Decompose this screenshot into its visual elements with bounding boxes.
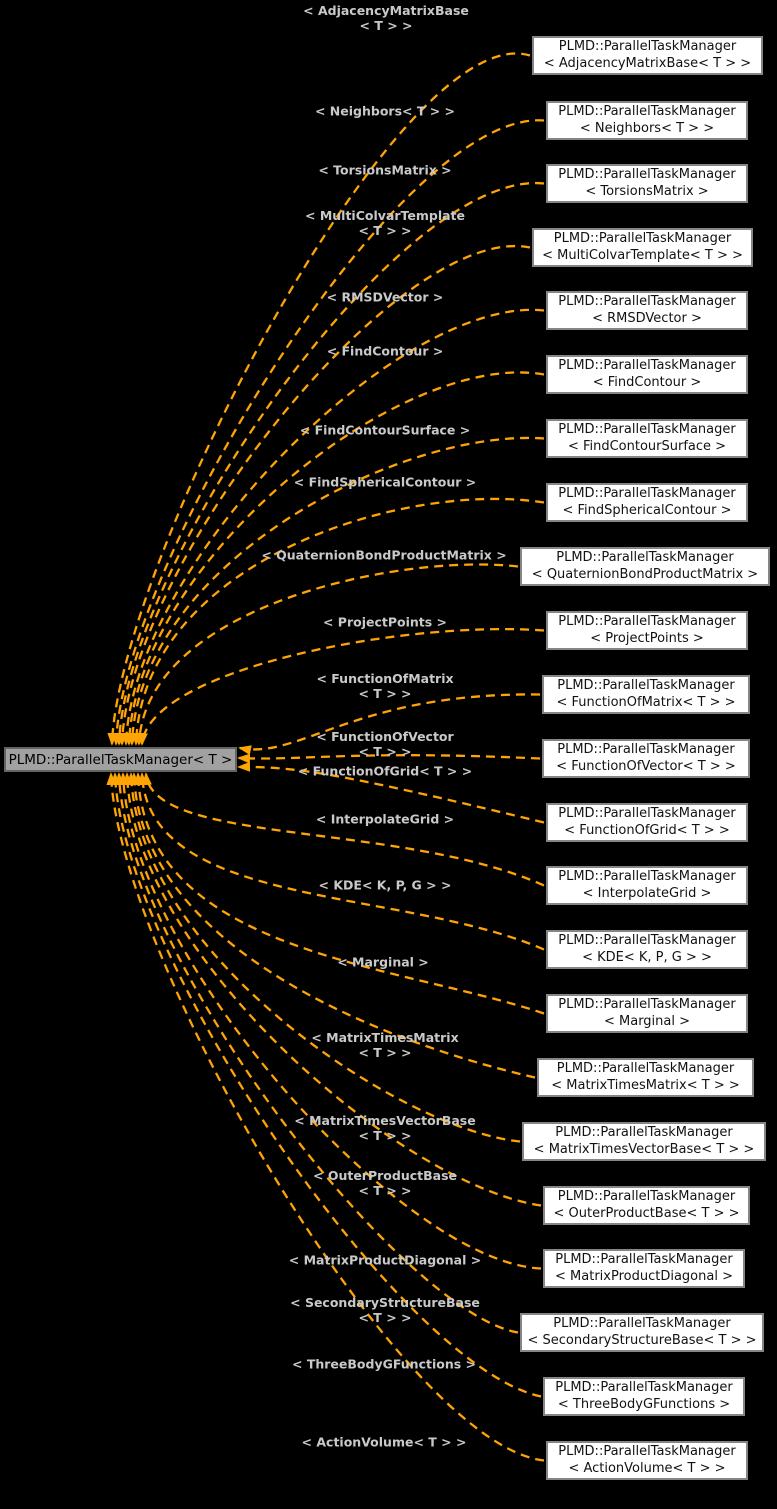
node-class-name: PLMD::ParallelTaskManager bbox=[555, 1252, 733, 1267]
node-template-args: < FindSphericalContour > bbox=[562, 502, 732, 518]
template-arg-edge bbox=[137, 772, 545, 951]
node-template-args: < TorsionsMatrix > bbox=[585, 183, 709, 199]
template-arg-edge bbox=[114, 772, 519, 1334]
graph-node[interactable]: PLMD::ParallelTaskManager< TorsionsMatri… bbox=[546, 164, 748, 203]
node-class-name: PLMD::ParallelTaskManager bbox=[553, 1316, 731, 1331]
template-arg-edge bbox=[122, 772, 542, 1207]
graph-node[interactable]: PLMD::ParallelTaskManager< KDE< K, P, G … bbox=[546, 930, 748, 969]
graph-node[interactable]: PLMD::ParallelTaskManager< ActionVolume<… bbox=[546, 1441, 748, 1480]
node-class-name: PLMD::ParallelTaskManager bbox=[556, 1061, 735, 1076]
graph-node[interactable]: PLMD::ParallelTaskManager< MultiColvarTe… bbox=[532, 228, 753, 267]
graph-node[interactable]: PLMD::ParallelTaskManager< ThreeBodyGFun… bbox=[543, 1377, 745, 1416]
node-template-args: < ProjectPoints > bbox=[590, 630, 704, 646]
template-arg-edge bbox=[134, 563, 519, 746]
node-class-name: PLMD::ParallelTaskManager bbox=[556, 550, 734, 565]
template-arg-edge bbox=[131, 497, 545, 746]
template-arg-edge bbox=[133, 772, 545, 1015]
template-arg-edge bbox=[129, 772, 536, 1079]
template-arg-edge bbox=[124, 371, 545, 746]
node-class-name: PLMD::ParallelTaskManager bbox=[557, 1189, 736, 1204]
node-template-args: < AdjacencyMatrixBase< T > > bbox=[543, 55, 752, 71]
graph-node[interactable]: PLMD::ParallelTaskManager< RMSDVector > bbox=[546, 291, 748, 330]
graph-node[interactable]: PLMD::ParallelTaskManager< SecondaryStru… bbox=[520, 1313, 764, 1352]
node-template-args: < QuaternionBondProductMatrix > bbox=[531, 566, 759, 582]
node-class-name: PLMD::ParallelTaskManager bbox=[553, 231, 732, 246]
graph-node[interactable]: PLMD::ParallelTaskManager< Marginal > bbox=[546, 994, 748, 1033]
graph-node[interactable]: PLMD::ParallelTaskManager< FunctionOfGri… bbox=[546, 803, 748, 842]
node-template-args: < FunctionOfGrid< T > > bbox=[564, 822, 730, 838]
template-arg-edge bbox=[127, 436, 545, 746]
node-template-args: < SecondaryStructureBase< T > > bbox=[527, 1332, 757, 1348]
template-arg-edge bbox=[106, 772, 545, 1462]
node-class-name: PLMD::ParallelTaskManager bbox=[558, 1444, 736, 1459]
graph-node[interactable]: PLMD::ParallelTaskManager< FindContour > bbox=[546, 355, 748, 394]
node-template-args: < ActionVolume< T > > bbox=[568, 1460, 726, 1476]
node-class-name: PLMD::ParallelTaskManager bbox=[558, 104, 736, 119]
node-template-args: < FindContour > bbox=[592, 374, 702, 390]
node-template-args: < OuterProductBase< T > > bbox=[553, 1205, 740, 1221]
node-class-name: PLMD::ParallelTaskManager bbox=[555, 1380, 733, 1395]
node-class-name: PLMD::ParallelTaskManager bbox=[558, 997, 736, 1012]
node-template-args: < KDE< K, P, G > > bbox=[582, 949, 712, 965]
template-arg-edge bbox=[238, 693, 541, 756]
template-arg-edge bbox=[110, 772, 542, 1398]
node-template-args: < RMSDVector > bbox=[592, 310, 702, 326]
node-class-name: PLMD::ParallelTaskManager bbox=[558, 806, 736, 821]
template-arg-edge bbox=[111, 119, 545, 746]
node-template-args: < FunctionOfVector< T > > bbox=[556, 758, 736, 774]
node-class-name: PLMD::ParallelTaskManager bbox=[558, 39, 737, 54]
graph-node[interactable]: PLMD::ParallelTaskManager< InterpolateGr… bbox=[546, 866, 748, 905]
graph-node[interactable]: PLMD::ParallelTaskManager< FindSpherical… bbox=[546, 483, 748, 522]
graph-node[interactable]: PLMD::ParallelTaskManager< OuterProductB… bbox=[543, 1186, 750, 1225]
template-arg-edge bbox=[114, 182, 545, 746]
template-arg-edges bbox=[106, 52, 545, 1462]
node-class-name: PLMD::ParallelTaskManager bbox=[557, 742, 735, 757]
template-arg-edge bbox=[107, 52, 531, 746]
node-template-args: < Neighbors< T > > bbox=[579, 120, 715, 136]
node-class-name: PLMD::ParallelTaskManager bbox=[558, 614, 736, 629]
graph-node[interactable]: PLMD::ParallelTaskManager< FunctionOfMat… bbox=[542, 675, 750, 714]
graph-node[interactable]: PLMD::ParallelTaskManager< FunctionOfVec… bbox=[542, 739, 750, 778]
graph-node[interactable]: PLMD::ParallelTaskManager< FindContourSu… bbox=[546, 419, 748, 458]
template-arg-edge bbox=[237, 761, 545, 824]
graph-node[interactable]: PLMD::ParallelTaskManager< QuaternionBon… bbox=[520, 547, 770, 586]
node-template-args: < MatrixTimesMatrix< T > > bbox=[551, 1077, 740, 1093]
node-class-name: PLMD::ParallelTaskManager bbox=[555, 1125, 733, 1140]
node-template-args: < FindContourSurface > bbox=[567, 438, 727, 454]
graph-node[interactable]: PLMD::ParallelTaskManager< ProjectPoints… bbox=[546, 611, 748, 650]
node-template-args: < MultiColvarTemplate< T > > bbox=[542, 247, 743, 263]
template-arg-edge bbox=[137, 627, 545, 746]
graph-node[interactable]: PLMD::ParallelTaskManager< AdjacencyMatr… bbox=[532, 36, 763, 75]
template-arg-edge bbox=[121, 308, 545, 746]
graph-node-root: PLMD::ParallelTaskManager< T > bbox=[4, 747, 237, 772]
node-class-name: PLMD::ParallelTaskManager bbox=[558, 358, 736, 373]
node-template-args: < Marginal > bbox=[603, 1013, 691, 1029]
node-template-args: < ThreeBodyGFunctions > bbox=[557, 1396, 731, 1412]
node-template-args: < MatrixProductDiagonal > bbox=[555, 1268, 733, 1284]
template-arg-edge bbox=[237, 753, 541, 764]
node-class-name: PLMD::ParallelTaskManager bbox=[558, 486, 736, 501]
graph-node[interactable]: PLMD::ParallelTaskManager< Neighbors< T … bbox=[546, 101, 748, 140]
node-class-name: PLMD::ParallelTaskManager bbox=[558, 294, 736, 309]
node-template-args: < InterpolateGrid > bbox=[582, 885, 712, 901]
node-template-args: < MatrixTimesVectorBase< T > > bbox=[533, 1141, 755, 1157]
template-arg-edge bbox=[117, 244, 531, 746]
node-class-name: PLMD::ParallelTaskManager bbox=[558, 422, 736, 437]
node-class-name: PLMD::ParallelTaskManager bbox=[558, 869, 736, 884]
graph-node[interactable]: PLMD::ParallelTaskManager< MatrixTimesMa… bbox=[537, 1058, 754, 1097]
node-class-name: PLMD::ParallelTaskManager bbox=[558, 933, 736, 948]
graph-node[interactable]: PLMD::ParallelTaskManager< MatrixProduct… bbox=[543, 1249, 745, 1288]
node-class-name: PLMD::ParallelTaskManager bbox=[557, 678, 735, 693]
template-arg-edge bbox=[141, 772, 545, 887]
node-class-name: PLMD::ParallelTaskManager bbox=[558, 167, 736, 182]
node-template-args: < FunctionOfMatrix< T > > bbox=[556, 694, 736, 710]
template-arg-edge bbox=[118, 772, 542, 1270]
graph-node[interactable]: PLMD::ParallelTaskManager< MatrixTimesVe… bbox=[522, 1122, 766, 1161]
